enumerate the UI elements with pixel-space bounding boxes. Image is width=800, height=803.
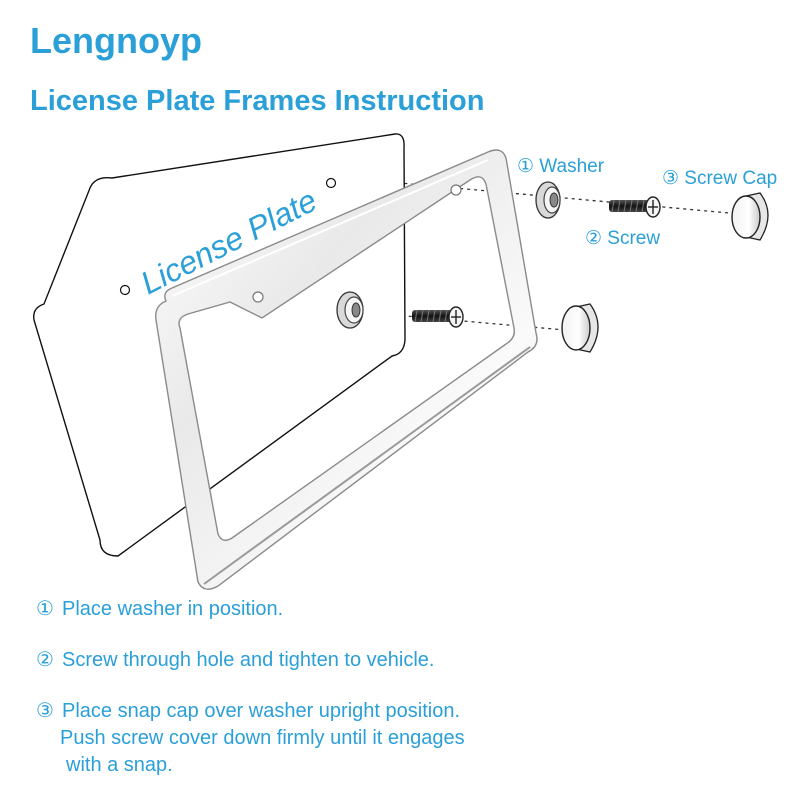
washer-part-bottom xyxy=(336,291,364,329)
screw-label: ② Screw xyxy=(585,228,660,249)
screw-cap-label: ③ Screw Cap xyxy=(662,168,777,189)
license-plate: License Plate xyxy=(33,133,406,557)
screw-cap-part-top xyxy=(731,192,769,241)
step-number: ② xyxy=(36,649,54,671)
step-text: Place washer in position. xyxy=(62,598,284,620)
brand-title: Lengnoyp xyxy=(30,20,202,61)
step-3: ③ Place snap cap over washer upright pos… xyxy=(36,698,776,779)
washer-label: ① Washer xyxy=(517,156,605,177)
step-text: Screw through hole and tighten to vehicl… xyxy=(62,649,435,671)
step-number: ③ xyxy=(36,700,54,722)
plate-hole xyxy=(119,284,131,296)
step-1: ① Place washer in position. xyxy=(36,596,776,623)
screw-part-top xyxy=(609,196,661,218)
plate-hole xyxy=(325,177,337,189)
frame-hole xyxy=(450,184,462,196)
step-text: with a snap. xyxy=(66,754,173,776)
step-2: ② Screw through hole and tighten to vehi… xyxy=(36,647,776,674)
washer-part-top xyxy=(535,181,561,219)
step-text: Place snap cap over washer upright posit… xyxy=(62,700,461,722)
step-number: ① xyxy=(36,598,54,620)
license-plate-frame xyxy=(155,149,538,590)
frame-hole xyxy=(252,291,264,303)
screw-part-bottom xyxy=(412,306,464,328)
screw-cap-part-bottom xyxy=(561,303,599,353)
page-title: License Plate Frames Instruction xyxy=(30,85,485,117)
step-text: Push screw cover down firmly until it en… xyxy=(60,727,465,749)
instruction-steps: ① Place washer in position. ② Screw thro… xyxy=(36,596,776,803)
